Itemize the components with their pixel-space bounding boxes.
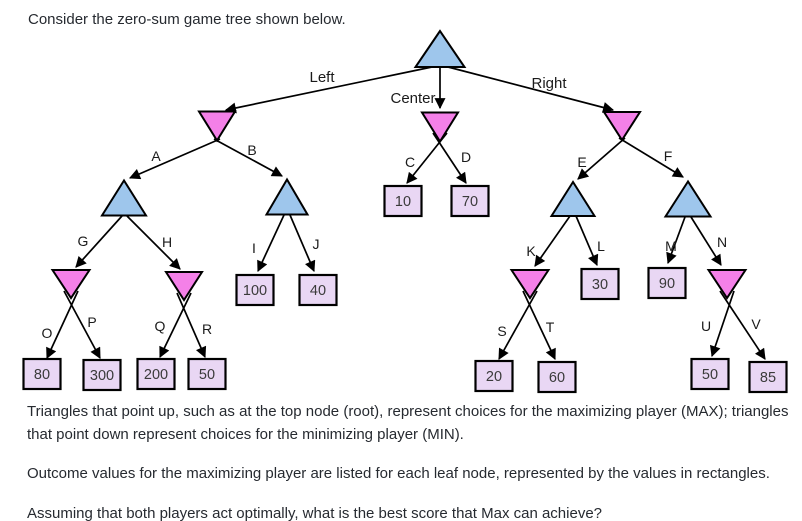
edge-label-u: U xyxy=(701,318,711,334)
edge-t xyxy=(522,290,556,360)
edge-s xyxy=(498,290,538,360)
edge-k xyxy=(534,215,571,267)
leaf-box-leaf-70 xyxy=(450,184,490,218)
edge-label-h: H xyxy=(162,234,172,250)
intro-text: Consider the zero-sum game tree shown be… xyxy=(28,11,346,28)
leaf-value-leaf-85: 85 xyxy=(760,370,776,386)
leaf-box-leaf-50a xyxy=(187,357,227,391)
edge-label-a: A xyxy=(151,148,161,164)
edge-label-k: K xyxy=(526,243,536,259)
leaf-value-leaf-60: 60 xyxy=(549,370,565,386)
max-triangle-f-max xyxy=(663,179,713,218)
edge-right xyxy=(447,66,615,113)
question-text: Assuming that both players act optimally… xyxy=(27,504,603,521)
leaf-box-leaf-100 xyxy=(235,273,275,307)
leaf-value-leaf-200: 200 xyxy=(144,367,168,383)
edge-o xyxy=(46,290,79,359)
edge-l xyxy=(575,215,599,267)
edge-label-t: T xyxy=(546,319,555,335)
min-triangle-h-min xyxy=(164,271,204,302)
leaf-value-leaf-90: 90 xyxy=(659,276,675,292)
min-triangle-g-min xyxy=(50,269,92,300)
min-triangle-n-min xyxy=(706,269,748,300)
min-triangle-k-min xyxy=(509,269,551,300)
edge-label-left: Left xyxy=(309,69,335,86)
edge-f xyxy=(618,137,684,178)
edge-d xyxy=(432,132,467,184)
leaf-box-leaf-80 xyxy=(22,357,62,391)
edge-r xyxy=(176,292,207,359)
leaf-value-leaf-80: 80 xyxy=(34,367,50,383)
leaf-box-leaf-20 xyxy=(474,359,514,393)
edge-p xyxy=(63,290,101,359)
leaf-box-leaf-300 xyxy=(82,358,122,392)
leaf-value-leaf-30: 30 xyxy=(592,277,608,293)
leaf-value-leaf-300: 300 xyxy=(90,368,114,384)
leaf-value-leaf-50a: 50 xyxy=(199,367,215,383)
explanation-triangles-text: Triangles that point up, such as at the … xyxy=(27,403,789,443)
edge-label-c: C xyxy=(405,154,415,170)
edge-a xyxy=(128,138,221,180)
leaf-box-leaf-200 xyxy=(136,357,176,391)
leaf-box-leaf-30 xyxy=(580,267,620,301)
leaf-box-leaf-85 xyxy=(748,360,788,394)
edge-g xyxy=(75,215,123,268)
min-triangle-center-min xyxy=(420,111,460,144)
edge-m xyxy=(666,216,686,265)
edge-q xyxy=(159,292,192,358)
edge-j xyxy=(289,214,316,273)
leaf-value-leaf-50b: 50 xyxy=(702,367,718,383)
leaf-box-leaf-90 xyxy=(647,266,687,300)
max-triangle-a-max xyxy=(100,178,148,217)
edge-label-r: R xyxy=(202,321,212,337)
max-triangle-b-max xyxy=(264,177,310,216)
edge-label-g: G xyxy=(78,233,89,249)
edge-v xyxy=(719,290,766,360)
min-triangle-right-min xyxy=(602,111,642,142)
leaf-box-leaf-10 xyxy=(383,184,423,218)
edge-h xyxy=(126,215,181,270)
edge-u xyxy=(709,290,735,358)
edge-label-v: V xyxy=(751,316,761,332)
edge-label-s: S xyxy=(497,323,506,339)
edge-label-e: E xyxy=(577,154,586,170)
leaf-value-leaf-100: 100 xyxy=(243,283,267,299)
edge-label-b: B xyxy=(247,142,256,158)
edge-label-o: O xyxy=(42,325,53,341)
leaf-value-leaf-40: 40 xyxy=(310,283,326,299)
edge-label-d: D xyxy=(461,149,471,165)
leaf-box-leaf-60 xyxy=(537,360,577,394)
edge-e xyxy=(577,137,626,180)
max-triangle-e-max xyxy=(549,180,597,217)
edge-label-q: Q xyxy=(155,318,166,334)
edge-label-f: F xyxy=(664,148,673,164)
min-triangle-left-min xyxy=(197,110,237,143)
max-triangle-root xyxy=(413,29,467,68)
edge-label-m: M xyxy=(665,238,677,254)
edge-b xyxy=(213,138,283,177)
explanation-outcomes-text: Outcome values for the maximizing player… xyxy=(27,465,770,482)
edge-left xyxy=(224,66,433,114)
leaf-box-leaf-50b xyxy=(690,357,730,391)
edge-label-p: P xyxy=(87,314,96,330)
explanation-block: Triangles that point up, such as at the … xyxy=(27,401,799,521)
edge-label-l: L xyxy=(597,238,605,254)
edge-label-j: J xyxy=(313,236,320,252)
leaf-value-leaf-10: 10 xyxy=(395,194,411,210)
edge-i xyxy=(257,214,285,272)
leaf-value-leaf-20: 20 xyxy=(486,369,502,385)
edge-label-i: I xyxy=(252,240,256,256)
edge-n xyxy=(690,216,722,266)
leaf-value-leaf-70: 70 xyxy=(462,194,478,210)
edge-label-n: N xyxy=(717,234,727,250)
edge-label-center: Center xyxy=(390,90,435,107)
edge-label-right: Right xyxy=(531,75,567,92)
leaf-box-leaf-40 xyxy=(298,273,338,307)
